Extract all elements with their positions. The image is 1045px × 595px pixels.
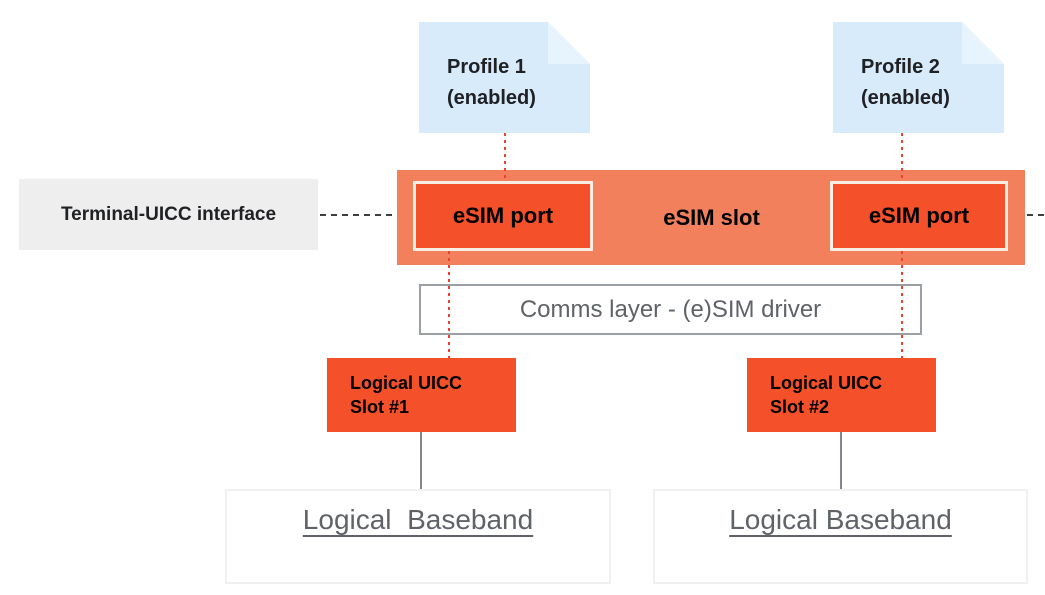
- profile-1-title: Profile 1: [447, 56, 526, 78]
- connector-profile1-to-port1: [504, 133, 506, 181]
- esim-port-2-box: eSIM port: [830, 181, 1008, 251]
- esim-port-1-box: eSIM port: [413, 181, 593, 251]
- logical-baseband-1-label: Logical Baseband: [302, 504, 534, 535]
- logical-baseband-2-box: Logical Baseband: [653, 489, 1028, 584]
- logical-baseband-1-box: Logical Baseband: [225, 489, 611, 584]
- connector-port1-to-uicc1: [448, 251, 450, 358]
- profile-2-card: Profile 2 (enabled): [833, 22, 1004, 133]
- profile-2-status: (enabled): [861, 87, 950, 109]
- connector-uicc2-to-baseband2: [840, 432, 842, 489]
- folded-corner-icon: [962, 22, 1004, 64]
- logical-baseband-2-label: Logical Baseband: [729, 504, 952, 535]
- esim-slot-box: eSIM port eSIM slot eSIM port: [397, 170, 1025, 265]
- logical-uicc-slot-1-line1: Logical UICC: [350, 373, 463, 393]
- folded-corner-icon: [548, 22, 590, 64]
- comms-layer-box: Comms layer - (e)SIM driver: [419, 284, 922, 335]
- logical-uicc-slot-2-line2: Slot #2: [770, 397, 830, 417]
- esim-slot-label: eSIM slot: [663, 204, 760, 230]
- dashed-connector-right: [1027, 214, 1045, 216]
- profile-1-status: (enabled): [447, 87, 536, 109]
- connector-profile2-to-port2: [901, 133, 903, 181]
- logical-uicc-slot-1-box: Logical UICC Slot #1: [327, 358, 516, 432]
- profile-1-card: Profile 1 (enabled): [419, 22, 590, 133]
- connector-port2-to-uicc2: [901, 251, 903, 358]
- logical-uicc-slot-1-line2: Slot #1: [350, 397, 410, 417]
- dashed-connector-left: [320, 214, 395, 216]
- logical-uicc-slot-2-line1: Logical UICC: [770, 373, 883, 393]
- connector-uicc1-to-baseband1: [420, 432, 422, 489]
- logical-uicc-slot-2-box: Logical UICC Slot #2: [747, 358, 936, 432]
- profile-2-title: Profile 2: [861, 56, 940, 78]
- terminal-uicc-interface-label: Terminal-UICC interface: [19, 179, 318, 250]
